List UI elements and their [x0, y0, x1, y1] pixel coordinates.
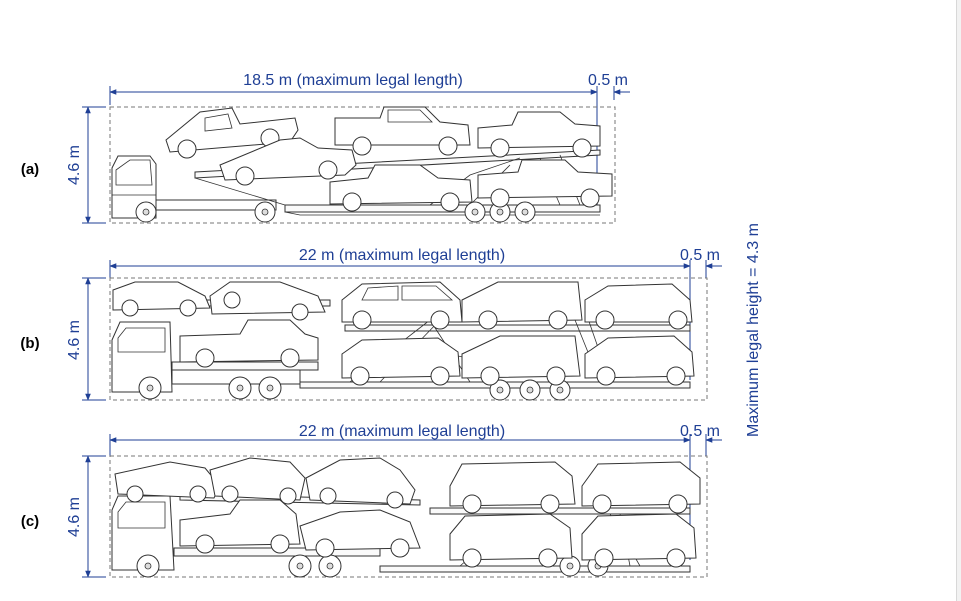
- pickup-b1: [179, 319, 319, 368]
- panel-label-a: (a): [21, 161, 39, 178]
- overhang-label-c: 0.5 m: [680, 423, 720, 440]
- pickup-a4: [477, 111, 601, 158]
- pickup-c3: [305, 457, 416, 509]
- car-b1: [112, 281, 211, 317]
- envelope-box-a: [109, 106, 616, 224]
- panel-a: 18.5 m (maximum legal length) 0.5 m 4.6 …: [21, 72, 630, 224]
- length-label-b: 22 m (maximum legal length): [299, 247, 505, 264]
- suv-c1: [449, 461, 576, 514]
- panel-label-b: (b): [20, 335, 39, 352]
- suv-b3: [341, 337, 461, 386]
- suv-b2: [584, 283, 693, 330]
- van-b1: [461, 281, 583, 330]
- truck-cab-a: [111, 155, 277, 223]
- panel-label-c: (c): [21, 513, 39, 530]
- suv-b4: [584, 335, 695, 386]
- trailer-b: [299, 309, 691, 401]
- van-b2: [461, 335, 581, 386]
- height-label-c: 4.6 m: [66, 497, 83, 537]
- overhang-label-b: 0.5 m: [680, 247, 720, 264]
- car-b2: [209, 281, 326, 321]
- height-label-b: 4.6 m: [66, 320, 83, 360]
- pickup-a6: [477, 159, 613, 208]
- pickup-c2: [209, 457, 306, 505]
- overhang-label-a: 0.5 m: [588, 72, 628, 89]
- suv-b1: [341, 281, 463, 330]
- length-label-c: 22 m (maximum legal length): [299, 423, 505, 440]
- pickup-c4: [179, 499, 301, 554]
- panel-b: 22 m (maximum legal length) 0.5 m 4.6 m …: [20, 247, 722, 401]
- suv-c3: [449, 513, 573, 568]
- length-label-a: 18.5 m (maximum legal length): [243, 72, 463, 89]
- suv-c4: [581, 513, 697, 568]
- pickup-a3: [334, 106, 471, 156]
- envelope-box-b: [109, 277, 708, 401]
- max-height-label: Maximum legal height = 4.3 m: [745, 223, 762, 437]
- pickup-c5: [299, 509, 421, 558]
- suv-c2: [581, 461, 701, 514]
- scrollbar-track[interactable]: [956, 0, 961, 601]
- pickup-a5: [329, 164, 473, 212]
- panel-c: 22 m (maximum legal length) 0.5 m 4.6 m …: [21, 423, 722, 578]
- envelope-box-c: [109, 455, 708, 578]
- pickup-a2: [219, 137, 357, 186]
- pickup-c1: [114, 461, 221, 503]
- height-label-a: 4.6 m: [66, 145, 83, 185]
